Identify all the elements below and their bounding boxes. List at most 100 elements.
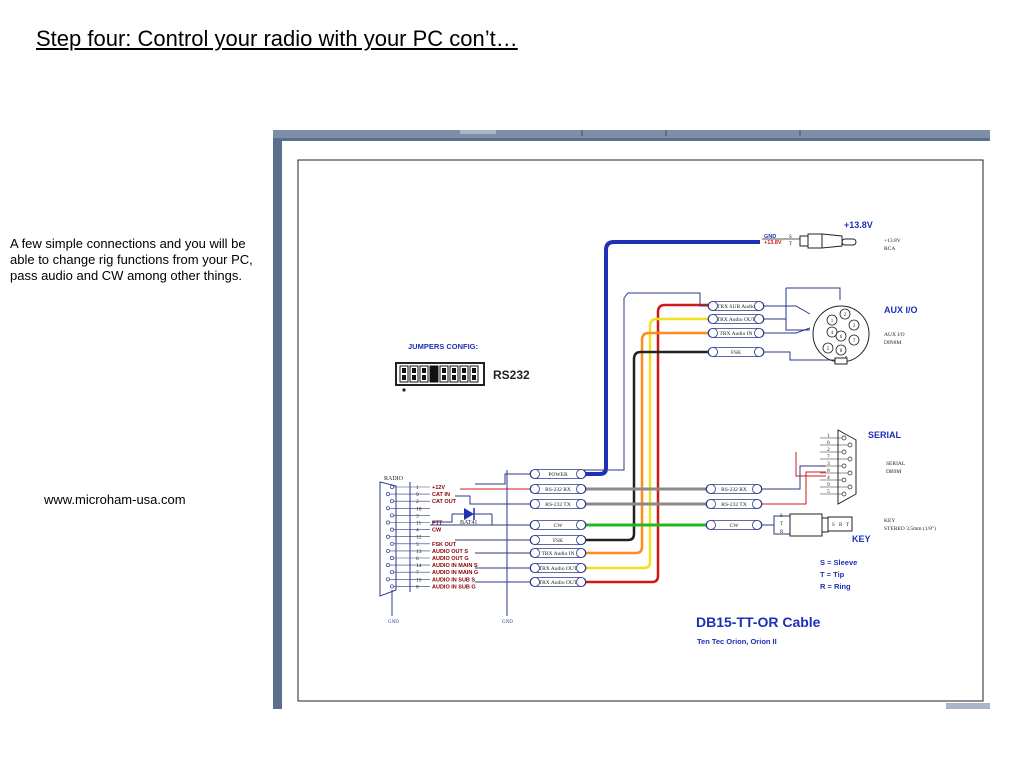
diode-label: BAT41 (460, 520, 477, 526)
key-plug-label: T (846, 523, 849, 528)
right-cable-box: RS-232 RX (705, 484, 763, 494)
db15-pin-signal: AUDIO IN SUB G (432, 584, 476, 590)
db15-pin (390, 513, 394, 518)
serial-text-1: SERIAL (886, 461, 906, 467)
db15-pin-number: 9 (416, 492, 419, 498)
db9-pin-number: 1 (827, 433, 830, 439)
db15-pin-number: 7 (416, 570, 419, 576)
jumper-block (409, 365, 419, 383)
right-cable-box-label: CW (730, 523, 740, 529)
power-gnd-label: GND (764, 234, 776, 240)
db9-pin (847, 484, 853, 490)
right-cable-boxes: RS-232 RX RS-232 TX CW (705, 484, 763, 530)
jumper-block (449, 365, 459, 383)
jumpers-mode: RS232 (493, 368, 530, 382)
din-pin-number: 2 (844, 313, 847, 318)
db15-pin (386, 563, 390, 568)
din-pin-number: 5 (827, 347, 830, 352)
db9-pin-number: 7 (827, 454, 830, 460)
rca-text-2: RCA (884, 246, 895, 252)
db9-pin (847, 456, 853, 462)
radio-label: RADIO (384, 476, 404, 482)
legend-tip: T = Tip (820, 570, 845, 579)
jumpers-title: JUMPERS CONFIG: (408, 342, 478, 351)
db15-pin-signal: FSK OUT (432, 542, 457, 548)
jumper-block (399, 365, 409, 383)
aux-cable-box: TRX Audio OUT (707, 314, 765, 324)
db15-pin-number: 13 (416, 549, 422, 555)
diagram-window-toolbar (273, 130, 990, 138)
db9-pin-number: 3 (827, 461, 830, 467)
serial-text-2: DB9M (886, 469, 901, 475)
power-t-label: T (789, 242, 792, 247)
db9-pin-number: 8 (827, 468, 830, 474)
key-text-1: KEY (884, 518, 895, 524)
din-pin-number: 3 (853, 324, 856, 329)
db9-pin (841, 477, 847, 483)
audio-out-wire (585, 317, 708, 570)
aux-title: AUX I/O (884, 305, 918, 315)
power-rca-connector: +13.8V GND +13.8V S T +13.8V RCA (762, 220, 901, 252)
right-cable-box: RS-232 TX (705, 499, 763, 509)
cable-title: DB15-TT-OR Cable (696, 614, 821, 630)
key-text-2: STEREO 3.5mm (1/8") (884, 525, 936, 532)
db15-pin-number: 12 (416, 535, 422, 541)
db15-pin (390, 527, 394, 532)
din-pin-number: 7 (853, 339, 856, 344)
db9-pin-number: 2 (827, 447, 830, 453)
db15-pin (390, 541, 394, 546)
db15-pin (386, 520, 390, 525)
key-pin-label: S (780, 514, 783, 519)
aux-cable-box-label: TRX SUB Audio (717, 304, 755, 310)
gnd-label-center: GND (502, 620, 513, 625)
db15-pin-signal: +12V (432, 485, 445, 491)
db15-pin-number: 5 (416, 542, 419, 548)
center-cable-box-label: TRX Audio OUT (539, 566, 578, 572)
toolbar-separators (460, 130, 990, 709)
db9-pin (841, 491, 847, 497)
aux-cable-box-label: TRX Audio OUT (717, 317, 756, 323)
aux-cable-box: TRX Audio IN (707, 328, 765, 338)
db15-pin (390, 499, 394, 504)
jumper-block (419, 365, 429, 383)
db15-pin (386, 548, 390, 553)
db15-pin-signal: AUDIO IN SUB S (432, 577, 475, 583)
db9-pin-number: 9 (827, 482, 830, 488)
db9-pin-number: 4 (827, 475, 830, 481)
din-pin (835, 330, 847, 342)
db15-pin (390, 556, 394, 560)
fsk-wire (580, 350, 708, 542)
db15-pin-signal: AUDIO IN MAIN G (432, 570, 478, 576)
din-pin-number: 1 (831, 319, 834, 324)
din-pin (822, 342, 834, 354)
legend-ring: R = Ring (820, 582, 851, 591)
right-cable-box-label: RS-232 RX (721, 487, 747, 493)
jumper-block (429, 365, 439, 383)
diode-icon (432, 508, 493, 525)
db15-pin (390, 584, 394, 589)
center-cable-box-label: RS-232 RX (545, 487, 571, 493)
center-cable-box-label: TRX Audio IN (542, 551, 575, 557)
center-cable-box: RS-232 RX (529, 484, 587, 494)
cable-wires (391, 240, 847, 616)
center-cable-box: CW (529, 520, 587, 530)
aux-cable-box: TRX SUB Audio (707, 301, 765, 311)
din-pin-number: 6 (840, 335, 843, 340)
db15-pin-number: 11 (416, 521, 422, 527)
center-cable-box-label: TRX Audio OUT (539, 580, 578, 586)
rca-text-1: +13.8V (884, 238, 901, 244)
serial-title: SERIAL (868, 430, 902, 440)
center-cable-box: FSK (529, 535, 587, 545)
aux-cable-box-label: FSK (731, 350, 741, 356)
center-cable-box-label: POWER (548, 472, 568, 478)
db15-pin-signal: CAT OUT (432, 499, 457, 505)
power-title: +13.8V (844, 220, 873, 230)
right-cable-box-label: RS-232 TX (721, 502, 746, 508)
din-pin (826, 314, 838, 326)
aux-cable-box-label: TRX Audio IN (720, 331, 753, 337)
